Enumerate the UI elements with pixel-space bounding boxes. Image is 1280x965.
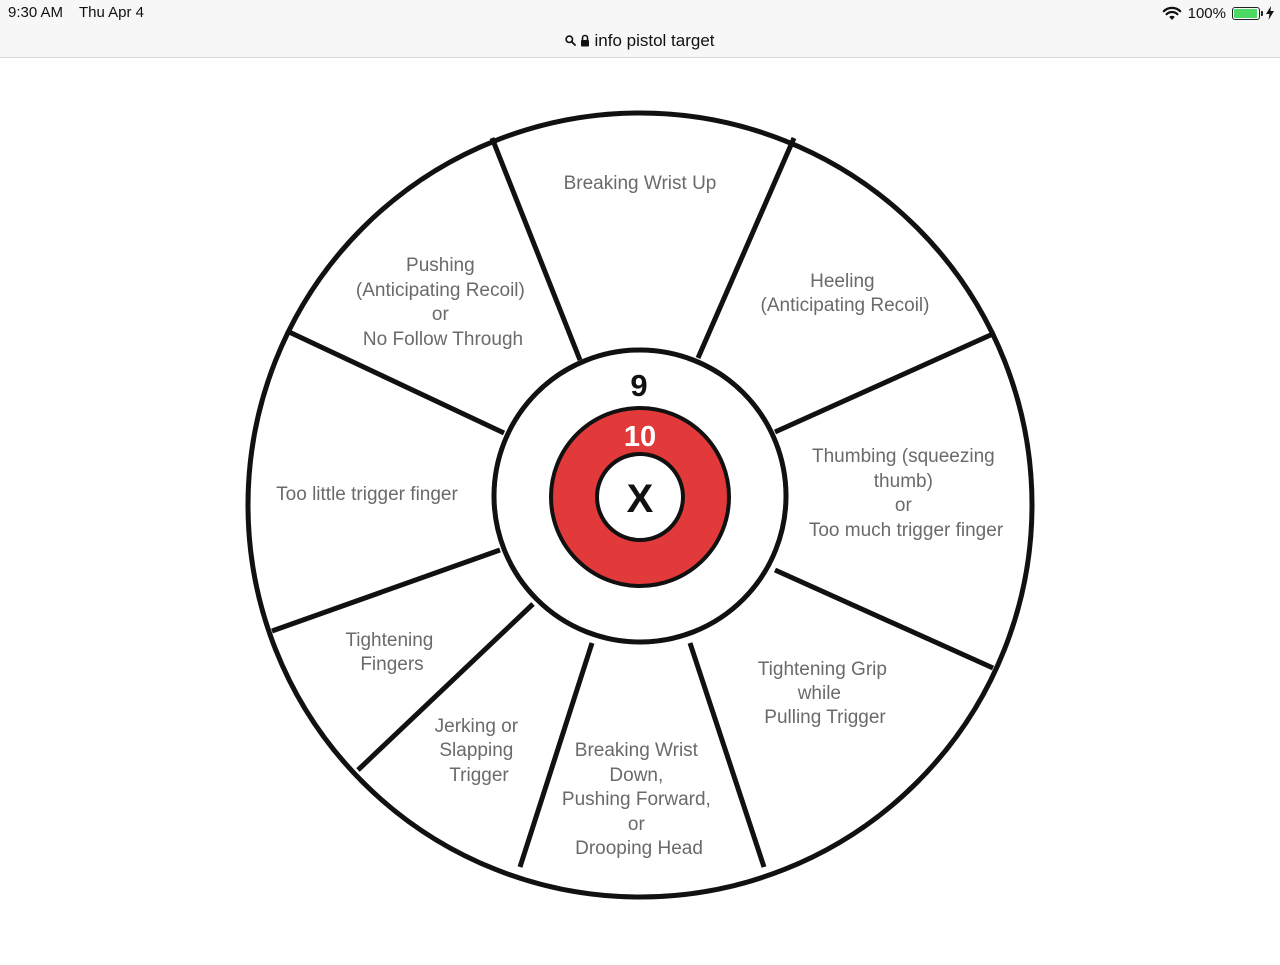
address-bar[interactable]: info pistol target [0, 24, 1280, 58]
segment-dividers [271, 137, 997, 868]
search-icon [565, 35, 577, 46]
url-text: info pistol target [594, 30, 715, 50]
status-left: 9:30 AM Thu Apr 4 [8, 4, 156, 21]
label-tightening-fingers: Tightening Fingers [345, 630, 438, 675]
ring-9-label: 9 [630, 368, 647, 403]
lock-icon [581, 34, 590, 47]
label-breaking-wrist-down: Breaking Wrist Down, Pushing Forward, or… [562, 740, 716, 859]
status-bar: 9:30 AM Thu Apr 4 100% [0, 0, 1280, 26]
label-jerking-trigger: Jerking or Slapping Trigger [435, 716, 524, 786]
label-pushing: Pushing (Anticipating Recoil) or No Foll… [356, 255, 530, 350]
status-right: 100% [1162, 4, 1274, 22]
status-date: Thu Apr 4 [78, 4, 144, 21]
page-content: 9 10 X Breaking Wrist Up Heeling (Antici… [0, 58, 1280, 960]
address-field[interactable]: info pistol target [565, 30, 715, 51]
label-too-little-trigger-finger: Too little trigger finger [276, 484, 458, 505]
status-time: 9:30 AM [8, 4, 64, 21]
charging-bolt-icon [1266, 6, 1274, 20]
label-tightening-grip: Tightening Grip while Pulling Trigger [758, 659, 892, 728]
label-thumbing: Thumbing (squeezing thumb) or Too much t… [809, 446, 1004, 541]
battery-fill [1234, 8, 1257, 18]
center-x-label: X [627, 477, 654, 521]
ring-10-label: 10 [624, 421, 656, 453]
battery-percent: 100% [1187, 4, 1226, 22]
ring-x [595, 452, 685, 542]
wifi-icon [1162, 6, 1181, 20]
label-breaking-wrist-up: Breaking Wrist Up [564, 173, 717, 194]
battery-icon [1232, 6, 1263, 20]
label-heeling: Heeling (Anticipating Recoil) [761, 271, 930, 316]
pistol-target-diagram: 9 10 X Breaking Wrist Up Heeling (Antici… [245, 110, 1035, 900]
